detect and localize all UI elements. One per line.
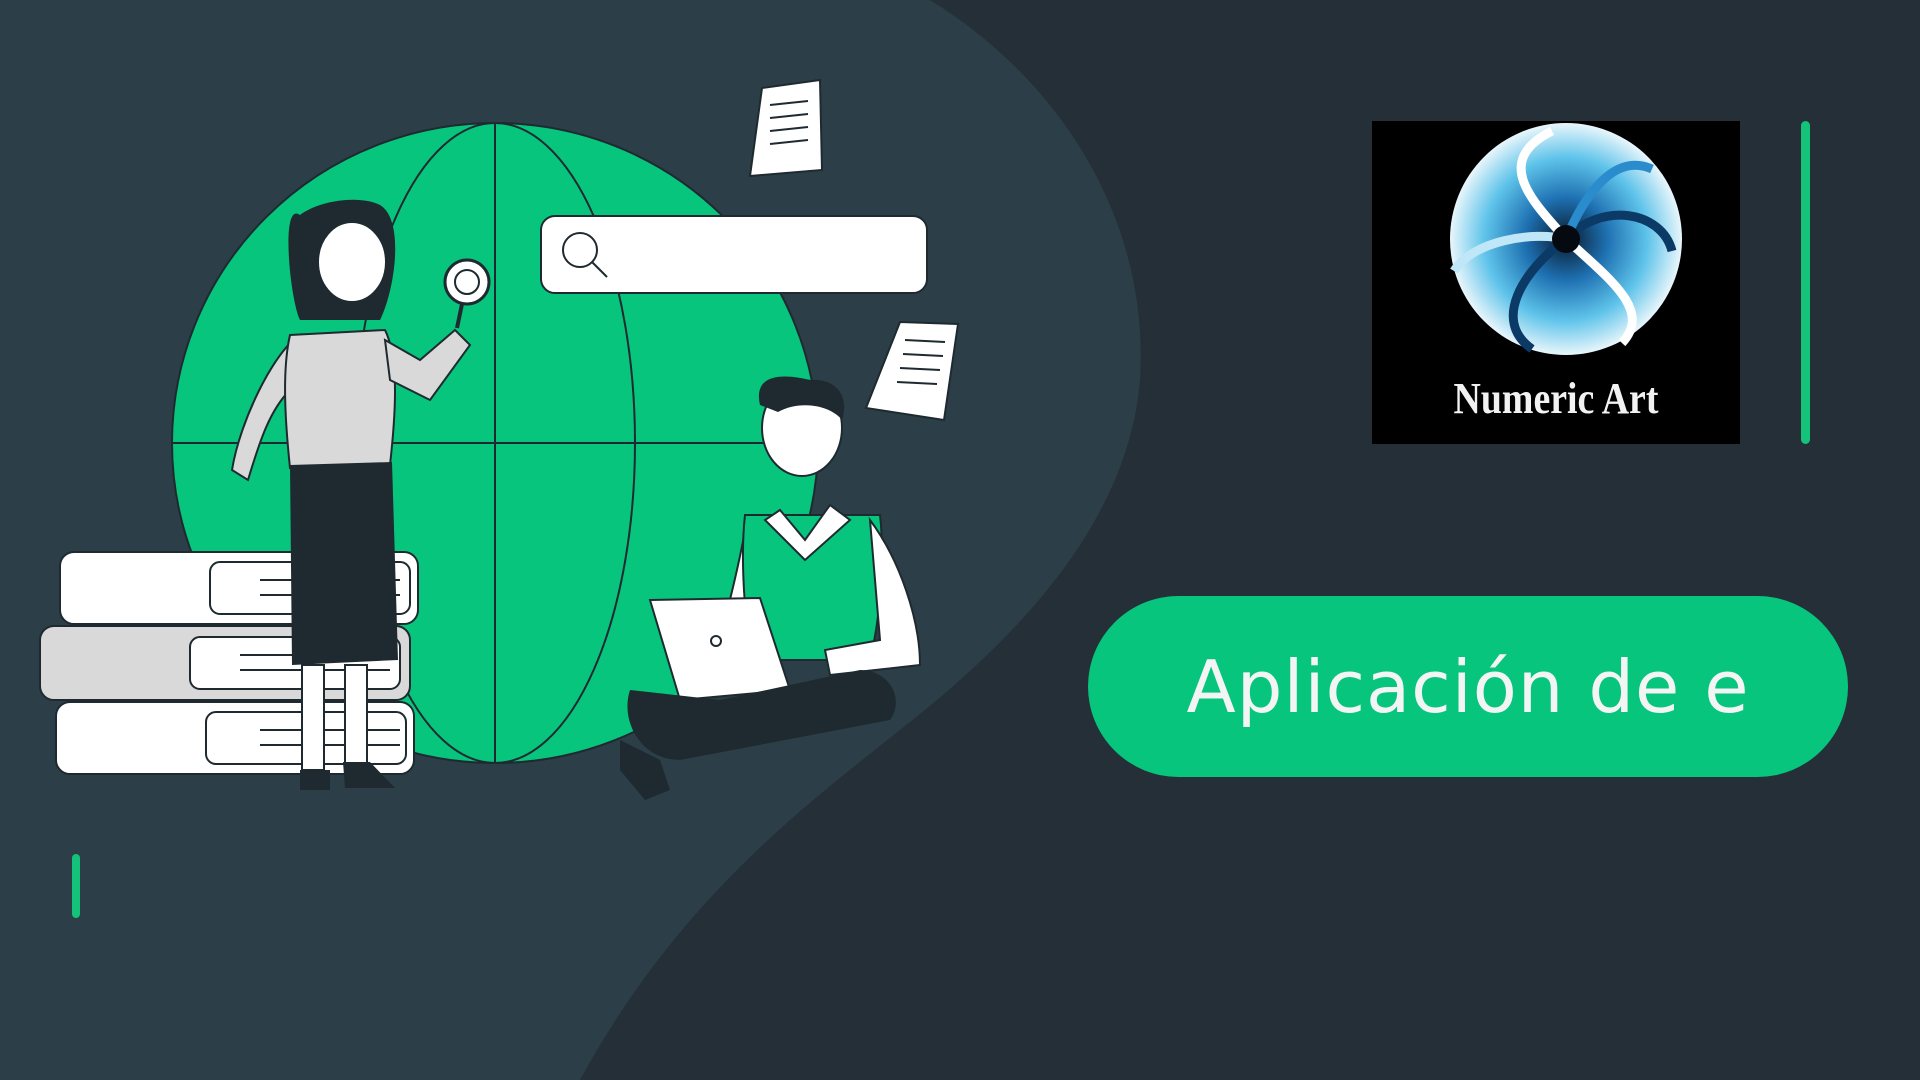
accent-bar [1801, 121, 1810, 444]
search-bar-illustration [540, 215, 928, 294]
research-illustration [39, 78, 960, 800]
brand-logo: Numeric Art [1372, 121, 1740, 444]
woman-figure [230, 199, 491, 790]
slide-title: Aplicación de e [1186, 644, 1750, 729]
spiral-logo-icon [1450, 123, 1682, 355]
title-pill: Aplicación de e [1088, 596, 1848, 777]
man-figure [620, 376, 922, 800]
logo-text: Numeric Art [1453, 374, 1659, 423]
document-icon [864, 320, 960, 422]
magnifier-icon [562, 232, 608, 278]
accent-bar [72, 854, 80, 918]
document-icon [748, 78, 824, 178]
